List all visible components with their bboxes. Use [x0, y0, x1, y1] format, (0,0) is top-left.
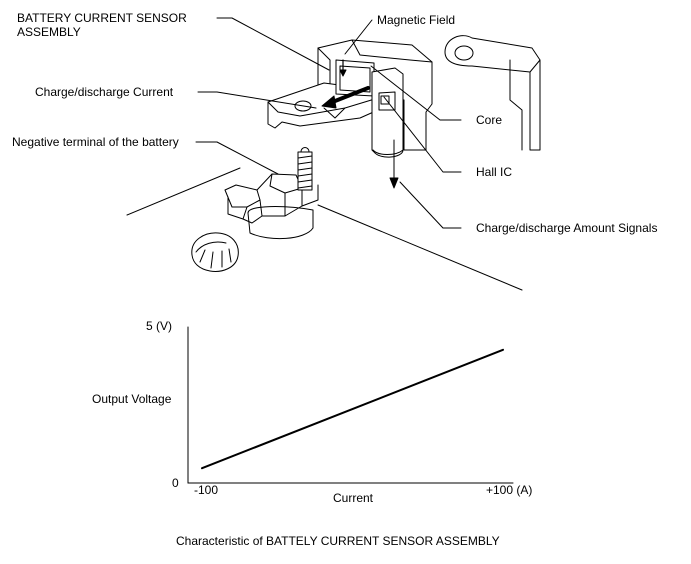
x-axis-label: Current [333, 491, 374, 505]
label-magnetic-field: Magnetic Field [377, 13, 456, 27]
x-max-tick-label: +100 (A) [486, 483, 533, 497]
leader-charge-current [197, 91, 317, 109]
battery-vent-cap [191, 232, 239, 272]
output-voltage-line [201, 348, 504, 470]
cable-bracket [444, 35, 541, 151]
callout-leaders [195, 17, 462, 229]
y-zero-tick-label: 0 [172, 476, 179, 490]
figure-caption: Characteristic of BATTELY CURRENT SENSOR… [176, 534, 500, 548]
x-min-tick-label: -100 [194, 483, 219, 497]
battery-case-outline [126, 167, 523, 291]
y-max-tick-label: 5 (V) [146, 319, 173, 333]
y-axis-label: Output Voltage [92, 392, 172, 406]
label-charge-discharge-current: Charge/discharge Current [35, 85, 174, 99]
current-sensor-assembly [267, 39, 433, 189]
label-sensor-assembly: BATTERY CURRENT SENSOR ASSEMBLY [17, 11, 187, 39]
leader-amount-signals [399, 181, 462, 229]
leader-hall-ic [383, 96, 462, 173]
label-core: Core [476, 113, 503, 127]
label-amount-signals: Charge/discharge Amount Signals [476, 221, 658, 235]
leader-sensor-assembly [216, 17, 330, 71]
leader-core [370, 65, 462, 121]
label-negative-terminal: Negative terminal of the battery [12, 135, 179, 149]
leader-negative-terminal [195, 141, 279, 175]
leader-magnetic-field [344, 19, 373, 55]
output-characteristic-graph [187, 326, 514, 484]
label-hall-ic: Hall IC [476, 165, 513, 179]
negative-terminal [224, 147, 319, 240]
